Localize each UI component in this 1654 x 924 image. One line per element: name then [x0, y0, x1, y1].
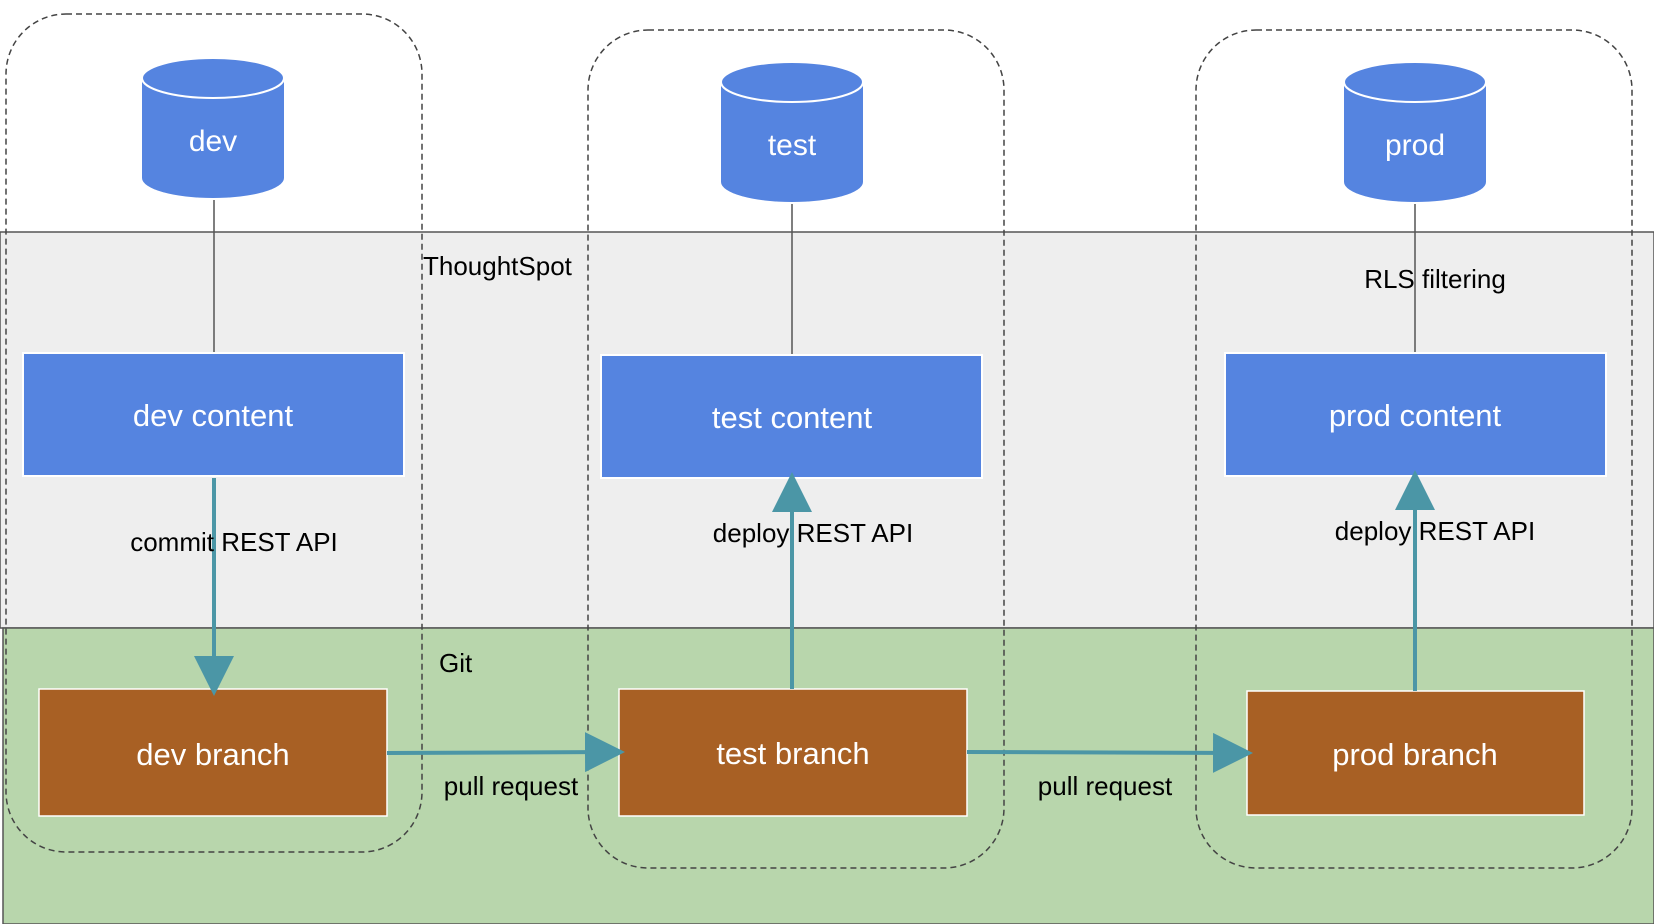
- pull-request-arrow-dev-to-test: [386, 732, 625, 773]
- pull-request-label-dev-to-test: pull request: [444, 771, 579, 801]
- dev-branch-box: [38, 688, 388, 817]
- dev-content-box: [22, 352, 405, 477]
- prod-database-icon: [1343, 61, 1487, 202]
- dev-content-label: dev content: [133, 398, 294, 433]
- prod-database-label: prod: [1385, 129, 1445, 162]
- pull-request-label-test-to-prod: pull request: [1038, 771, 1173, 801]
- test-branch-label: test branch: [716, 736, 869, 771]
- rls-filtering-label: RLS filtering: [1364, 264, 1506, 294]
- pull-request-arrow-test-to-prod: [966, 732, 1253, 773]
- prod-deploy-rest-api-label: deploy REST API: [1335, 516, 1535, 546]
- prod-content-label: prod content: [1329, 398, 1502, 433]
- prod-environment-container: [1195, 29, 1633, 869]
- commit-rest-api-label: commit REST API: [130, 527, 338, 557]
- dev-database-icon: [141, 57, 285, 198]
- dev-database-label: dev: [189, 125, 237, 158]
- thoughtspot-layer-label: ThoughtSpot: [423, 251, 573, 281]
- test-content-box: [600, 354, 983, 479]
- prod-branch-label: prod branch: [1332, 737, 1497, 772]
- dev-branch-label: dev branch: [136, 737, 289, 772]
- test-content-label: test content: [712, 400, 873, 435]
- dev-environment-container: [5, 13, 423, 853]
- prod-content-box: [1224, 352, 1607, 477]
- test-database-label: test: [768, 129, 817, 162]
- test-environment-container: [587, 29, 1005, 869]
- test-database-icon: [720, 61, 864, 202]
- prod-branch-box: [1246, 690, 1585, 816]
- git-layer-label: Git: [439, 648, 473, 678]
- test-deploy-rest-api-label: deploy REST API: [713, 518, 913, 548]
